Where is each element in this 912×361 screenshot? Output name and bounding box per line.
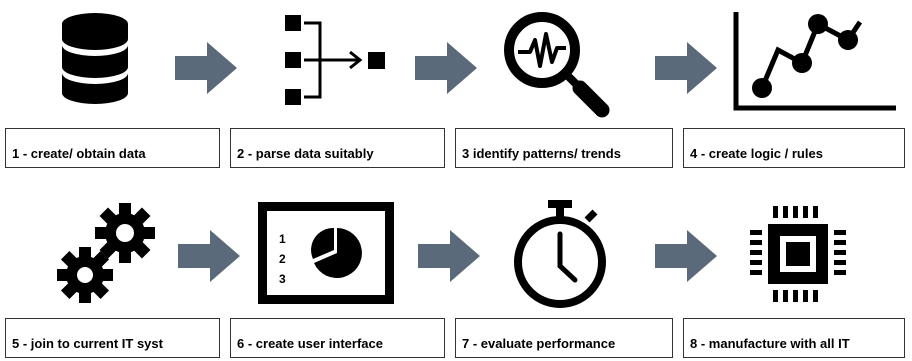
chip-icon [750,206,846,302]
arrow-right-icon [418,230,480,282]
arrow-right-icon [655,42,717,94]
screen-frame: 1 2 3 [258,202,394,304]
step-4-label: 4 - create logic / rules [683,128,905,168]
step-2-label: 2 - parse data suitably [230,128,445,168]
pie-chart-icon [311,227,362,278]
list-number: 2 [279,252,286,266]
stopwatch-icon [514,200,606,308]
step-6-label: 6 - create user interface [230,318,445,358]
step-5-label: 5 - join to current IT syst [5,318,220,358]
step-1-label: 1 - create/ obtain data [5,128,220,168]
step-8-label: 8 - manufacture with all IT [683,318,905,358]
step-3-label: 3 identify patterns/ trends [455,128,673,168]
arrow-right-icon [655,230,717,282]
step-7-label: 7 - evaluate performance [455,318,673,358]
parse-tree-icon [285,15,385,105]
arrow-right-icon [178,230,240,282]
arrow-right-icon [415,42,477,94]
database-icon [62,13,128,104]
line-chart-icon [733,12,896,111]
gears-icon [57,203,155,303]
list-number: 1 [279,232,286,246]
list-number: 3 [279,272,286,286]
arrow-right-icon [175,42,237,94]
magnifier-waveform-icon [504,12,610,118]
